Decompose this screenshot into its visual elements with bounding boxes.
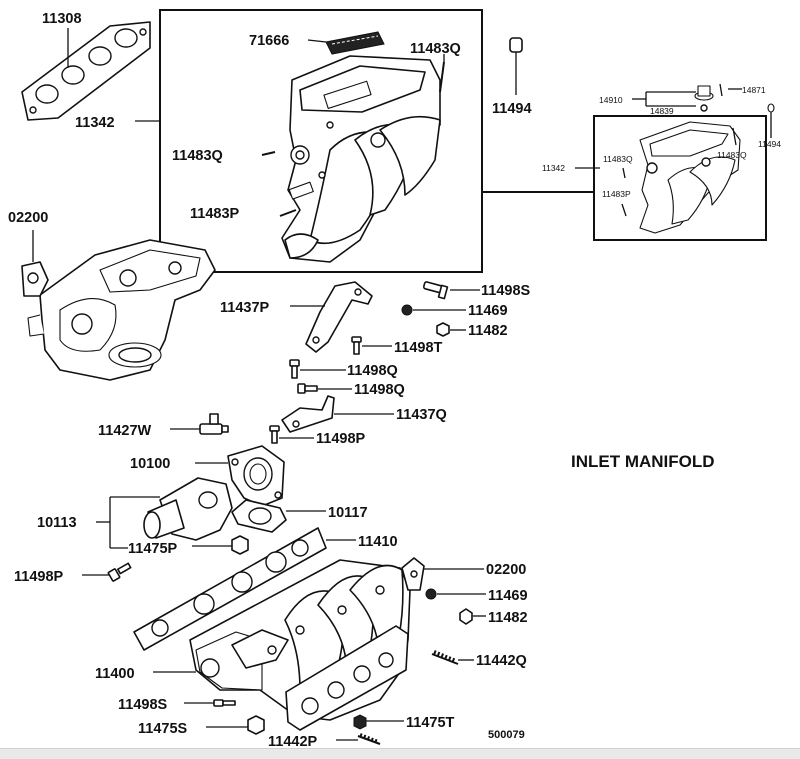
label-11482-top: 11482 xyxy=(468,323,508,339)
washer-11469-bottom xyxy=(425,588,437,600)
nut-11482-top xyxy=(436,322,450,337)
label-11442p: 11442P xyxy=(268,734,318,750)
bracket-11437p xyxy=(305,281,373,353)
washer-11469-top xyxy=(401,304,413,316)
label-11475s: 11475S xyxy=(138,721,188,737)
stud-11483p xyxy=(279,209,297,217)
bolt-11498p-top xyxy=(269,425,280,444)
inset-label-11483q-left: 11483Q xyxy=(603,154,633,164)
bottom-scroll-bar xyxy=(0,748,800,759)
label-11494: 11494 xyxy=(492,101,532,117)
label-11498t: 11498T xyxy=(394,340,443,356)
nut-11475p xyxy=(231,535,249,555)
label-11475t: 11475T xyxy=(406,715,455,731)
nut-11482-bottom xyxy=(459,608,473,625)
upper-manifold-frame xyxy=(159,9,483,273)
stud-11483q-left xyxy=(261,151,276,156)
gasket-02200-left xyxy=(21,261,49,297)
inset-label-11483q-right: 11483Q xyxy=(717,150,747,160)
sensor-11427w xyxy=(199,413,229,435)
gasket-10117 xyxy=(231,499,287,533)
throttle-housing-10113 xyxy=(143,477,233,541)
label-11469-bottom: 11469 xyxy=(488,588,528,604)
upper-manifold-drawing xyxy=(281,55,441,263)
bolt-11498t xyxy=(351,336,362,355)
diagram-title: INLET MANIFOLD xyxy=(571,452,715,471)
cylinder-head-drawing xyxy=(27,239,216,381)
inset-label-11483p: 11483P xyxy=(602,189,631,199)
label-02200-right: 02200 xyxy=(486,562,526,578)
label-11498p-left: 11498P xyxy=(14,569,64,585)
label-11483q-top: 11483Q xyxy=(410,41,461,57)
label-11498s-top: 11498S xyxy=(481,283,531,299)
plug-11494 xyxy=(509,37,523,95)
label-11442q: 11442Q xyxy=(476,653,527,669)
bolt-11498q-b xyxy=(297,383,318,394)
label-71666: 71666 xyxy=(249,33,289,49)
label-11498q-b: 11498Q xyxy=(354,382,405,398)
bolt-11498s-bottom xyxy=(213,699,236,707)
label-10100: 10100 xyxy=(130,456,170,472)
inset-label-11342: 11342 xyxy=(542,163,565,173)
lower-manifold-11400 xyxy=(189,559,411,731)
nameplate-71666-drawing xyxy=(325,31,385,55)
bracket-11437q xyxy=(281,395,335,433)
label-11469-top: 11469 xyxy=(468,303,508,319)
label-11400: 11400 xyxy=(95,666,135,682)
inset-frame xyxy=(593,115,767,241)
stud-11483q-top xyxy=(439,54,445,93)
reference-code: 500079 xyxy=(488,729,525,741)
label-02200-left: 02200 xyxy=(8,210,48,226)
label-10113: 10113 xyxy=(37,515,77,531)
inset-manifold-drawing xyxy=(639,121,741,234)
label-11308: 11308 xyxy=(42,11,82,27)
label-11483p: 11483P xyxy=(190,206,240,222)
stud-11442q xyxy=(431,650,459,665)
label-11498q-a: 11498Q xyxy=(347,363,398,379)
bracket-02200-right xyxy=(401,557,425,591)
bolt-11498s-top xyxy=(422,281,449,300)
label-11483q-left: 11483Q xyxy=(172,148,223,164)
label-11437q: 11437Q xyxy=(396,407,447,423)
inset-label-11494: 11494 xyxy=(758,139,781,149)
gasket-11308-drawing xyxy=(21,21,151,121)
inset-label-14910: 14910 xyxy=(599,95,623,105)
inset-label-14839: 14839 xyxy=(650,106,674,116)
label-11437p: 11437P xyxy=(220,300,270,316)
label-11427w: 11427W xyxy=(98,423,152,439)
nut-11475t xyxy=(353,714,367,730)
throttle-body-10100 xyxy=(227,445,285,507)
bolt-11498q-a xyxy=(289,359,300,379)
label-11482-bottom: 11482 xyxy=(488,610,528,626)
label-11498p-top: 11498P xyxy=(316,431,366,447)
label-10117: 10117 xyxy=(328,505,368,521)
bolt-11498p-left xyxy=(107,562,132,582)
gasket-11410 xyxy=(133,527,327,651)
inset-label-14871: 14871 xyxy=(742,85,766,95)
label-11342: 11342 xyxy=(75,115,115,131)
label-11498s-bottom: 11498S xyxy=(118,697,168,713)
label-11410: 11410 xyxy=(358,534,398,550)
nut-11475s xyxy=(247,715,265,735)
label-11475p: 11475P xyxy=(128,541,178,557)
stud-11442p xyxy=(357,733,381,745)
